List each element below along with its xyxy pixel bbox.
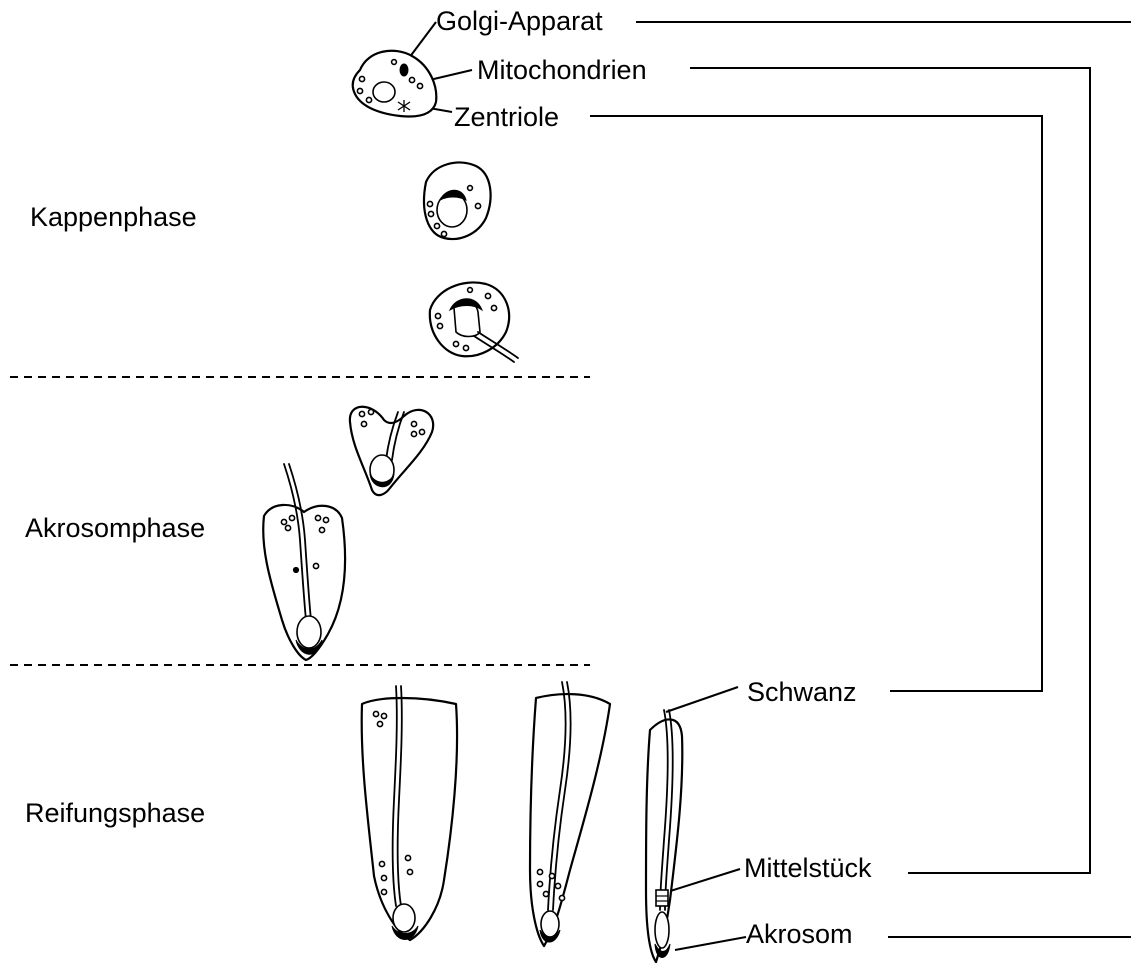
cell-reifung-2	[530, 682, 610, 946]
label-akrosom: Akrosom	[746, 919, 853, 949]
cell-akrosom-2	[263, 464, 345, 660]
label-mittelstueck: Mittelstück	[744, 853, 872, 883]
label-schwanz: Schwanz	[747, 677, 857, 707]
mittelstueck-segment	[656, 890, 668, 906]
phase-label-reifungsphase: Reifungsphase	[25, 798, 205, 828]
label-zentriole: Zentriole	[454, 102, 559, 132]
phase-label-kappenphase: Kappenphase	[30, 202, 197, 232]
phase-label-akrosomphase: Akrosomphase	[25, 513, 205, 543]
cell-kappen-1	[353, 51, 437, 117]
cell-akrosom-1	[350, 407, 433, 495]
cell-kappen-2	[424, 163, 491, 239]
connector-mitochondrien	[421, 68, 1090, 873]
label-mitochondrien: Mitochondrien	[477, 55, 647, 85]
cell-reifung-1	[362, 686, 457, 940]
cell-kappen-3	[430, 282, 518, 362]
pointer-schwanz	[666, 687, 738, 712]
label-golgi-apparat: Golgi-Apparat	[436, 6, 603, 36]
cell-reifung-3	[646, 710, 682, 962]
pointer-mittelstueck	[664, 869, 740, 893]
connector-akrosom	[675, 937, 1131, 950]
connector-zentriole	[406, 104, 1042, 691]
